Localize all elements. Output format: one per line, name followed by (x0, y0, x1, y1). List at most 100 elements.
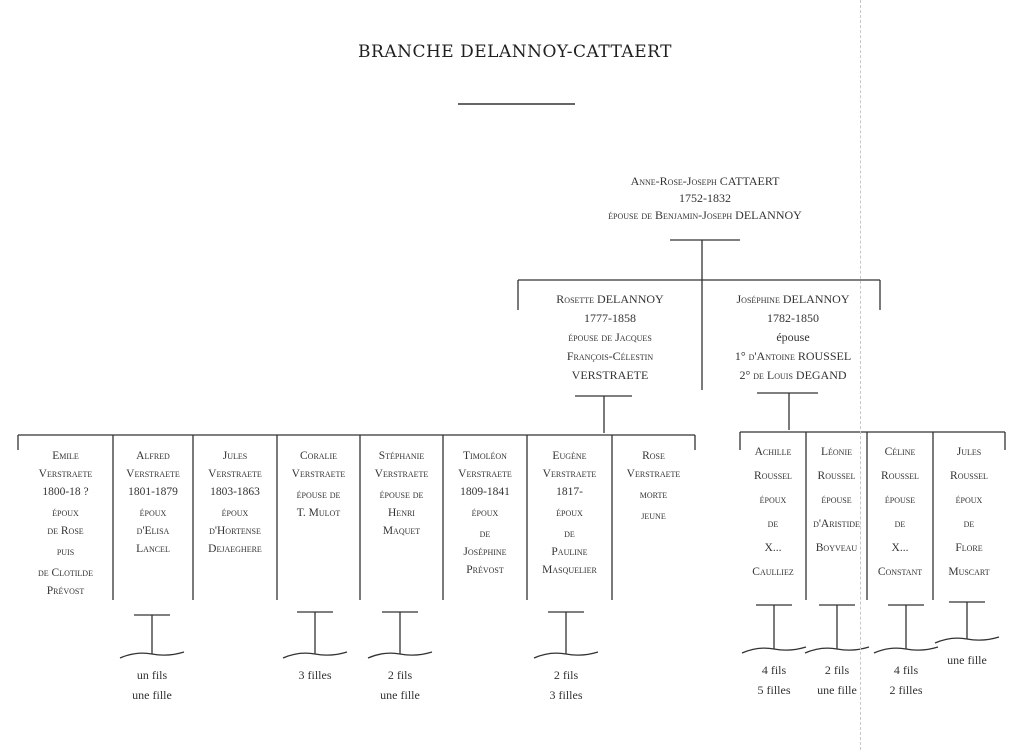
gen2-line: François-Célestin (566, 349, 654, 363)
child-line: Joséphine (463, 546, 507, 558)
child-line: Céline (884, 446, 916, 458)
page-title: BRANCHE DELANNOY-CATTAERT (358, 42, 672, 62)
child-line: 1800-18 ? (42, 486, 89, 498)
root-spouse: épouse de Benjamin-Joseph DELANNOY (608, 208, 802, 222)
gen2-line: 1782-1850 (767, 311, 819, 325)
child-line: Jules (956, 446, 982, 458)
child-line: de (894, 518, 906, 530)
child-line: Maquet (382, 525, 421, 537)
child-line: de Clotilde (38, 567, 93, 579)
descendant-wave (533, 651, 599, 659)
descendant-line: 2 fils (553, 668, 579, 682)
child-line: épouse (821, 494, 852, 506)
gen2-line: Joséphine DELANNOY (736, 292, 850, 306)
child-line: de (479, 528, 491, 540)
child-line: Muscart (948, 566, 990, 578)
root-name: Anne-Rose-Joseph CATTAERT (630, 174, 780, 188)
child-line: Verstraete (374, 468, 429, 480)
child-line: Pauline (551, 546, 588, 558)
child-line: T. Mulot (296, 507, 341, 519)
descendant-line: 2 fils (387, 668, 413, 682)
child-line: Prévost (46, 585, 85, 597)
child-line: Rose (642, 450, 665, 462)
gen2-line: Rosette DELANNOY (556, 292, 664, 306)
descendant-line: 5 filles (757, 683, 791, 697)
child-line: Verstraete (126, 468, 180, 480)
descendants-achille: 4 fils 5 filles (729, 660, 819, 700)
child-line: Léonie (820, 446, 853, 458)
child-line: Constant (877, 566, 923, 578)
descendant-line: une fille (132, 688, 172, 702)
descendant-line: 2 fils (824, 663, 850, 677)
descendant-wave (804, 646, 870, 654)
child-line: époux (471, 507, 499, 519)
child-line: X... (891, 542, 909, 554)
gen2-line: épouse de Jacques (568, 330, 652, 344)
child-line: 1803-1863 (210, 486, 260, 498)
descendant-wave (119, 651, 185, 659)
child-line: de (564, 528, 575, 540)
child-line: Achille (754, 446, 792, 458)
root-dates: 1752-1832 (679, 191, 731, 205)
child-line: Flore (955, 542, 983, 554)
child-line: épouse de (379, 489, 424, 501)
descendants-celine: 4 fils 2 filles (861, 660, 951, 700)
child-line: Lancel (136, 543, 170, 555)
child-line: Caulliez (752, 566, 794, 578)
gen2-rosette: Rosette DELANNOY 1777-1858 épouse de Jac… (522, 290, 698, 385)
child-line: de Rose (47, 525, 84, 537)
descendant-line: une fille (947, 653, 987, 667)
child-line: Verstraete (542, 468, 597, 480)
child-line: Stéphanie (378, 450, 425, 462)
child-line: époux (221, 507, 249, 519)
child-line: 1801-1879 (128, 486, 178, 498)
descendants-jules_r: une fille (922, 650, 1012, 670)
child-line: jeune (641, 510, 666, 522)
child-line: Roussel (881, 470, 919, 482)
child-line: Verstraete (458, 468, 512, 480)
child-line: époux (52, 507, 79, 519)
child-line: Verstraete (626, 468, 681, 480)
child-line: Timoléon (463, 450, 507, 462)
descendants-coralie: 3 filles (270, 665, 360, 685)
descendant-line: 4 fils (761, 663, 787, 677)
child-line: Alfred (136, 450, 170, 462)
child-line: Jules (222, 450, 248, 462)
gen2-line: 1° d'Antoine ROUSSEL (734, 349, 852, 363)
child-line: époux (139, 507, 167, 519)
descendant-wave (282, 651, 348, 659)
child-line: Masquelier (542, 564, 597, 576)
descendant-line: 3 filles (298, 668, 332, 682)
child-line: Verstraete (291, 468, 346, 480)
descendant-line: une fille (817, 683, 857, 697)
gen2-josephine: Joséphine DELANNOY 1782-1850 épouse 1° d… (706, 290, 880, 385)
descendant-line: 2 filles (889, 683, 923, 697)
descendant-line: 4 fils (893, 663, 919, 677)
gen2-line: 2° de Louis DEGAND (739, 368, 847, 382)
child-line: morte (639, 489, 668, 501)
descendants-leonie: 2 fils une fille (792, 660, 882, 700)
page-fold (860, 0, 862, 750)
child-line: Prévost (466, 564, 504, 576)
gen2-line: VERSTRAETE (571, 368, 649, 382)
root-person: Anne-Rose-Joseph CATTAERT 1752-1832 épou… (560, 173, 850, 224)
child-line: Coralie (300, 450, 337, 462)
child-line: Roussel (754, 470, 792, 482)
child-line: Eugène (552, 450, 587, 462)
child-line: époux (955, 494, 983, 506)
child-line: Roussel (950, 470, 988, 482)
child-line: de (767, 518, 779, 530)
